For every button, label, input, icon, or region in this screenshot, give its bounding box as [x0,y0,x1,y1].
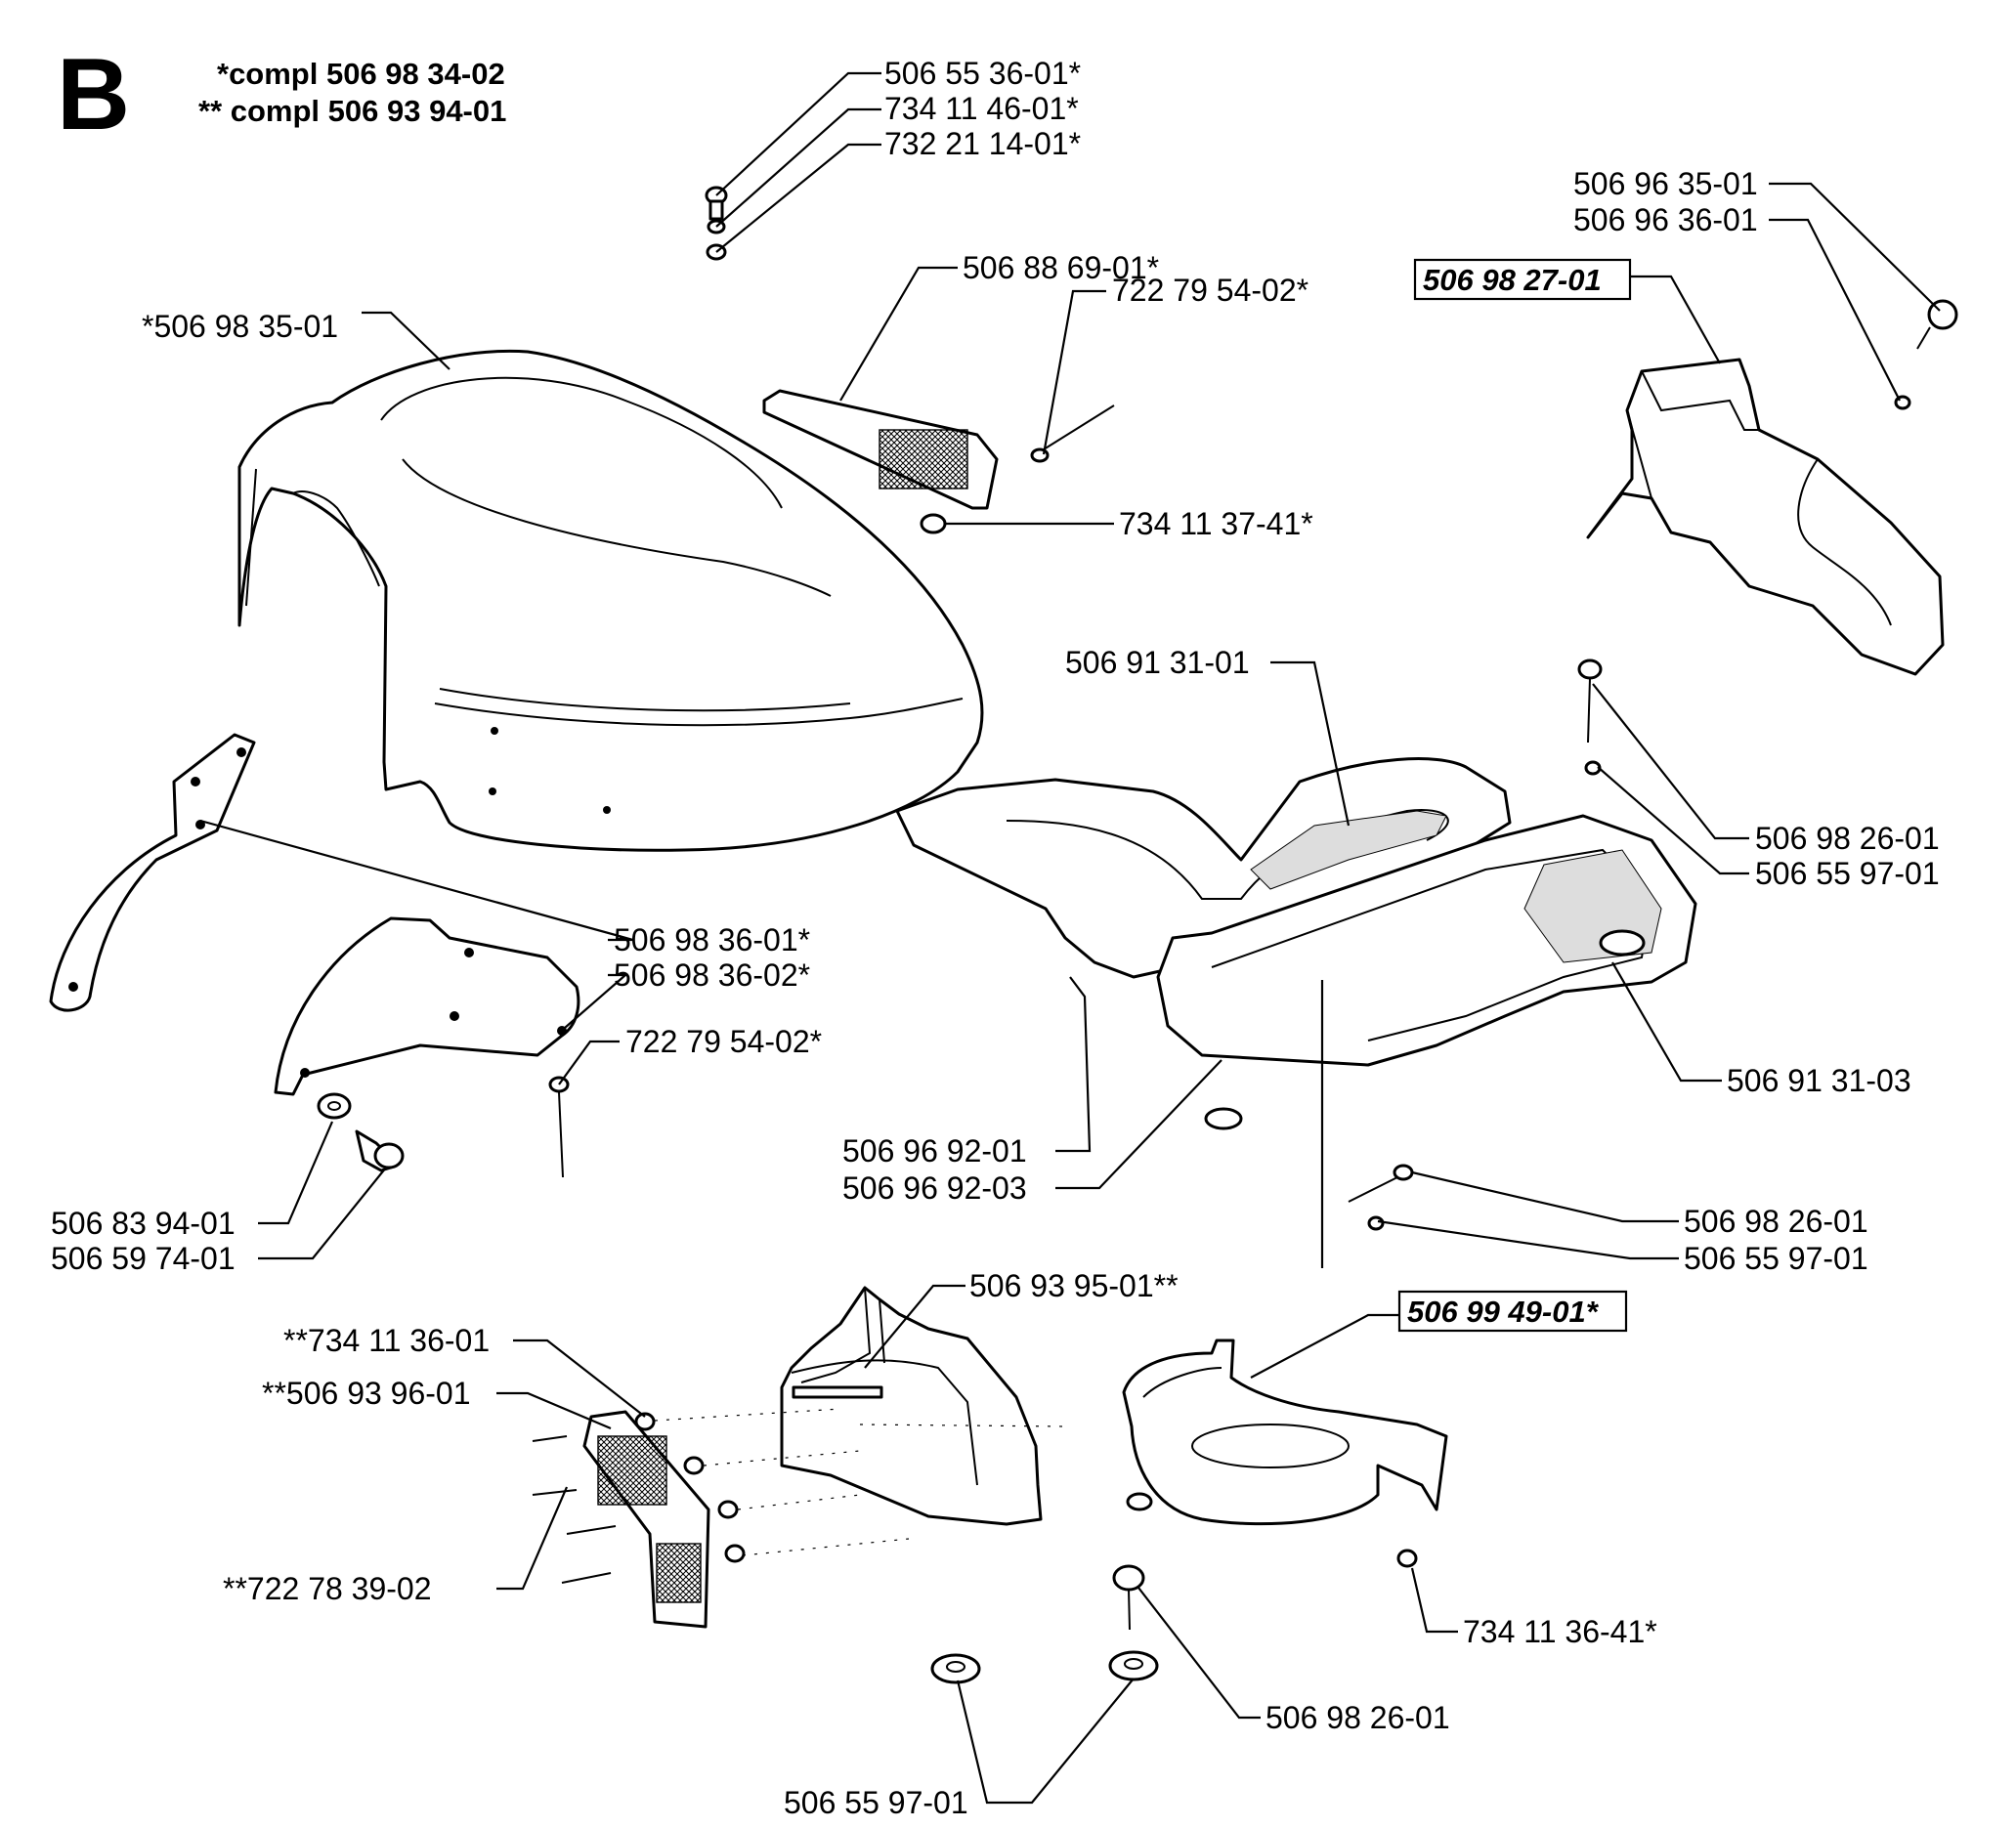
label-734-11-46-01: 734 11 46-01* [884,91,1079,126]
label-506-99-49-01: 506 99 49-01* [1407,1295,1600,1329]
pan-screw-lower-drawing [1348,1164,1414,1231]
label-506-98-36-01: 506 98 36-01* [614,922,810,957]
header-compl-line-2: ** compl 506 93 94-01 [198,94,506,128]
part-labels: 506 55 36-01* 734 11 46-01* 732 21 14-01… [51,56,1940,1820]
label-506-98-35-01: *506 98 35-01 [142,309,338,344]
dashed-alignment-lines [654,1408,1066,1556]
label-506-93-95-01: 506 93 95-01** [969,1268,1179,1303]
top-hardware-drawing [705,186,728,261]
label-722-79-54-02-lower: 722 79 54-02* [625,1024,822,1059]
right-cover-screw-drawing [1894,299,1958,410]
seat-pan-upper-drawing [895,757,1512,979]
washer-bolt-left-drawing [317,1092,405,1172]
label-734-11-36-01: **734 11 36-01 [283,1323,490,1358]
label-506-55-97-01-upper: 506 55 97-01 [1755,856,1940,891]
label-506-98-26-01-mid: 506 98 26-01 [1684,1204,1868,1239]
bottom-rivets-drawing [532,1412,746,1584]
right-cover-drawing [1586,358,1945,676]
label-506-83-94-01: 506 83 94-01 [51,1206,236,1241]
cotter-pin-drawing [548,1076,570,1178]
grommet-drawing [920,513,947,534]
bracket-right-drawing [274,916,580,1096]
label-506-91-31-01: 506 91 31-01 [1065,645,1250,680]
label-506-55-97-01-lower: 506 55 97-01 [784,1785,968,1820]
section-letter: B [57,38,130,151]
label-506-96-92-01: 506 96 92-01 [842,1133,1027,1169]
bracket-left-drawing [49,733,256,1012]
seat-pan-lower-drawing [1156,814,1697,1130]
leader-lines [199,71,1941,1805]
label-506-96-92-03: 506 96 92-03 [842,1170,1027,1206]
bottom-housing-drawing [780,1286,1043,1526]
label-722-78-39-02: **722 78 39-02 [223,1571,432,1606]
label-506-98-27-01: 506 98 27-01 [1423,263,1602,297]
belt-guard-drawing [1122,1339,1448,1568]
label-506-55-97-01-mid: 506 55 97-01 [1684,1241,1868,1276]
label-732-21-14-01: 732 21 14-01* [884,126,1081,161]
label-506-98-26-01-lower: 506 98 26-01 [1265,1700,1450,1735]
pan-screw-upper-drawing [1577,659,1603,776]
hood-drawing [237,349,984,852]
pin-top-drawing [1030,404,1115,463]
label-506-88-69-01: 506 88 69-01* [963,250,1159,285]
label-506-96-35-01: 506 96 35-01 [1573,166,1758,201]
label-506-98-36-02: 506 98 36-02* [614,957,810,993]
header-compl-line-1: *compl 506 98 34-02 [217,57,505,91]
label-506-96-36-01: 506 96 36-01 [1573,202,1758,237]
bottom-grille-drawing [582,1410,710,1629]
label-506-93-96-01: **506 93 96-01 [262,1376,471,1411]
label-734-11-36-41: 734 11 36-41* [1463,1614,1657,1649]
label-722-79-54-02-top: 722 79 54-02* [1112,273,1308,308]
bottom-washers-drawing [930,1564,1159,1684]
label-506-59-74-01: 506 59 74-01 [51,1241,236,1276]
label-506-98-26-01-upper: 506 98 26-01 [1755,821,1940,856]
label-box-506-98-27-01 [1413,258,1632,301]
label-box-506-99-49-01 [1397,1290,1628,1333]
label-506-91-31-03: 506 91 31-03 [1727,1063,1911,1098]
label-506-55-36-01: 506 55 36-01* [884,56,1081,91]
grille-plate-drawing [762,389,999,510]
label-734-11-37-41: 734 11 37-41* [1119,506,1313,541]
